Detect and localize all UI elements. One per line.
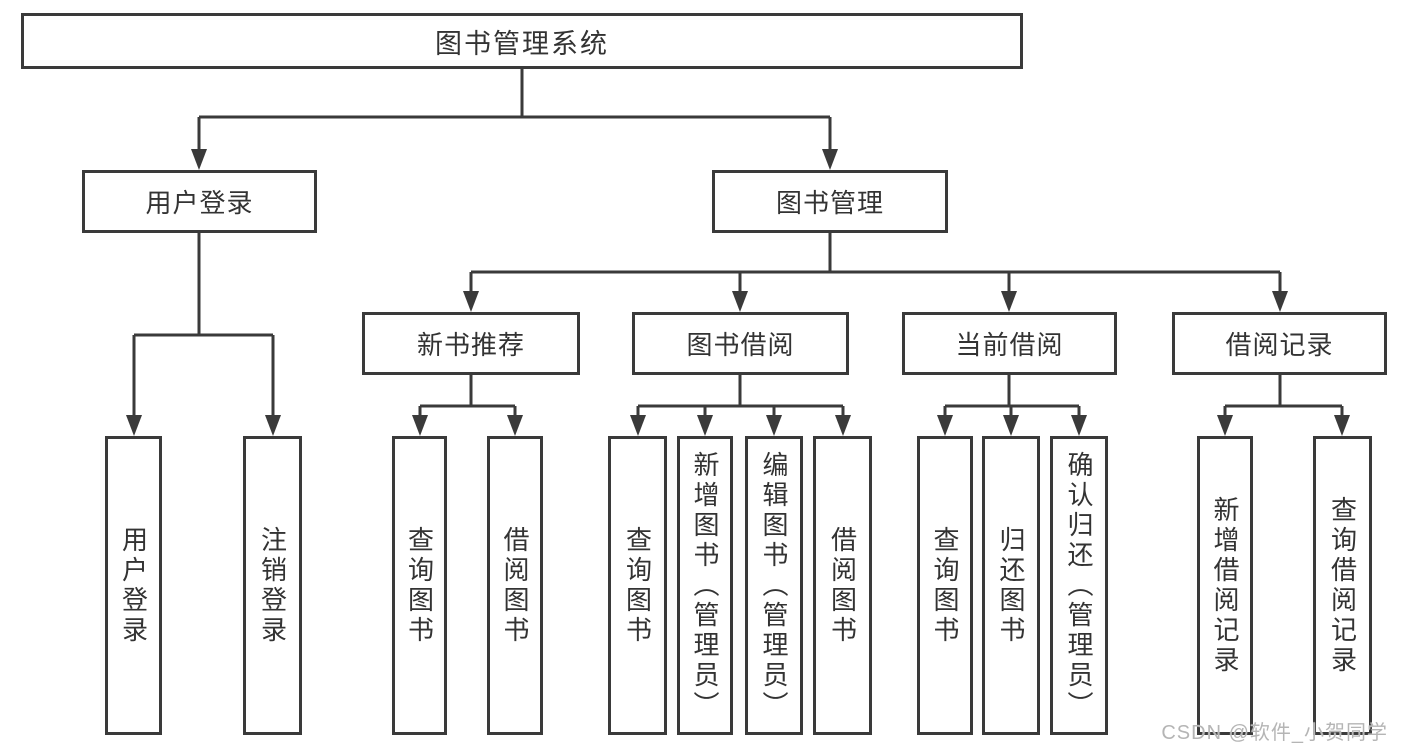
- leaf-label: 确认归还（管理员）: [1064, 450, 1094, 721]
- arrowhead: [265, 415, 281, 436]
- connector-bookmgmt-to-groups: [469, 233, 1282, 295]
- leaf-label: 借阅图书: [827, 525, 858, 646]
- connector-records-to-leaves: [1223, 375, 1344, 419]
- node-user-login: 用户登录: [82, 170, 317, 233]
- arrowhead: [732, 291, 748, 312]
- leaf-label: 查询图书: [404, 525, 435, 646]
- arrowhead: [822, 149, 838, 170]
- node-label: 图书管理: [775, 188, 884, 218]
- leaf-label: 编辑图书（管理员）: [759, 450, 789, 721]
- arrowhead: [412, 415, 428, 436]
- node-book-management: 图书管理: [712, 170, 948, 233]
- node-label: 新书推荐: [416, 330, 525, 360]
- arrowhead: [126, 415, 142, 436]
- leaf-return-books: 归还图书: [982, 436, 1040, 735]
- leaf-user-login: 用户登录: [105, 436, 162, 735]
- node-library-system: 图书管理系统: [21, 13, 1023, 69]
- arrowhead: [1071, 415, 1087, 436]
- arrowhead: [835, 415, 851, 436]
- leaf-edit-books-admin: 编辑图书（管理员）: [745, 436, 803, 735]
- arrowhead: [1272, 291, 1288, 312]
- leaf-query-books-current: 查询图书: [917, 436, 973, 735]
- arrowhead: [191, 149, 207, 170]
- leaf-add-books-admin: 新增图书（管理员）: [677, 436, 733, 735]
- arrowhead: [1001, 291, 1017, 312]
- csdn-watermark: CSDN @软件_小贺同学: [1161, 722, 1388, 744]
- node-book-borrow: 图书借阅: [632, 312, 849, 375]
- connector-current-to-leaves: [943, 375, 1081, 419]
- leaf-label: 查询图书: [930, 525, 960, 646]
- leaf-confirm-return-admin: 确认归还（管理员）: [1050, 436, 1108, 735]
- leaf-borrow-books-recommend: 借阅图书: [487, 436, 543, 735]
- arrowhead: [766, 415, 782, 436]
- leaf-label: 归还图书: [996, 525, 1026, 646]
- connector-newbooks-to-leaves: [418, 375, 517, 419]
- leaf-label: 查询借阅记录: [1327, 495, 1358, 676]
- leaf-label: 注销登录: [257, 525, 288, 646]
- arrowhead: [507, 415, 523, 436]
- node-label: 当前借阅: [955, 330, 1064, 360]
- leaf-add-borrow-record: 新增借阅记录: [1197, 436, 1253, 735]
- leaf-query-borrow-record: 查询借阅记录: [1313, 436, 1372, 735]
- leaf-logout: 注销登录: [243, 436, 302, 735]
- arrowhead: [1334, 415, 1350, 436]
- node-label: 图书借阅: [686, 330, 795, 360]
- arrowhead: [463, 291, 479, 312]
- leaf-label: 查询图书: [622, 525, 653, 646]
- arrowhead: [697, 415, 713, 436]
- leaf-label: 用户登录: [118, 525, 149, 646]
- leaf-label: 新增图书（管理员）: [690, 450, 720, 721]
- node-current-borrow: 当前借阅: [902, 312, 1117, 375]
- connector-borrow-to-leaves: [636, 375, 845, 419]
- node-new-book-recommend: 新书推荐: [362, 312, 580, 375]
- arrowhead: [1217, 415, 1233, 436]
- node-label: 图书管理系统: [435, 28, 609, 59]
- leaf-label: 借阅图书: [500, 525, 530, 646]
- leaf-borrow-books: 借阅图书: [813, 436, 872, 735]
- connector-root-to-level1: [197, 69, 832, 153]
- node-borrow-records: 借阅记录: [1172, 312, 1387, 375]
- arrowhead: [630, 415, 646, 436]
- connector-userlogin-to-leaves: [132, 233, 275, 419]
- leaf-label: 新增借阅记录: [1210, 495, 1240, 676]
- node-label: 用户登录: [145, 188, 254, 218]
- leaf-query-books-recommend: 查询图书: [392, 436, 447, 735]
- leaf-query-books-borrow: 查询图书: [608, 436, 667, 735]
- node-label: 借阅记录: [1225, 330, 1334, 360]
- arrowhead: [1003, 415, 1019, 436]
- arrowhead: [937, 415, 953, 436]
